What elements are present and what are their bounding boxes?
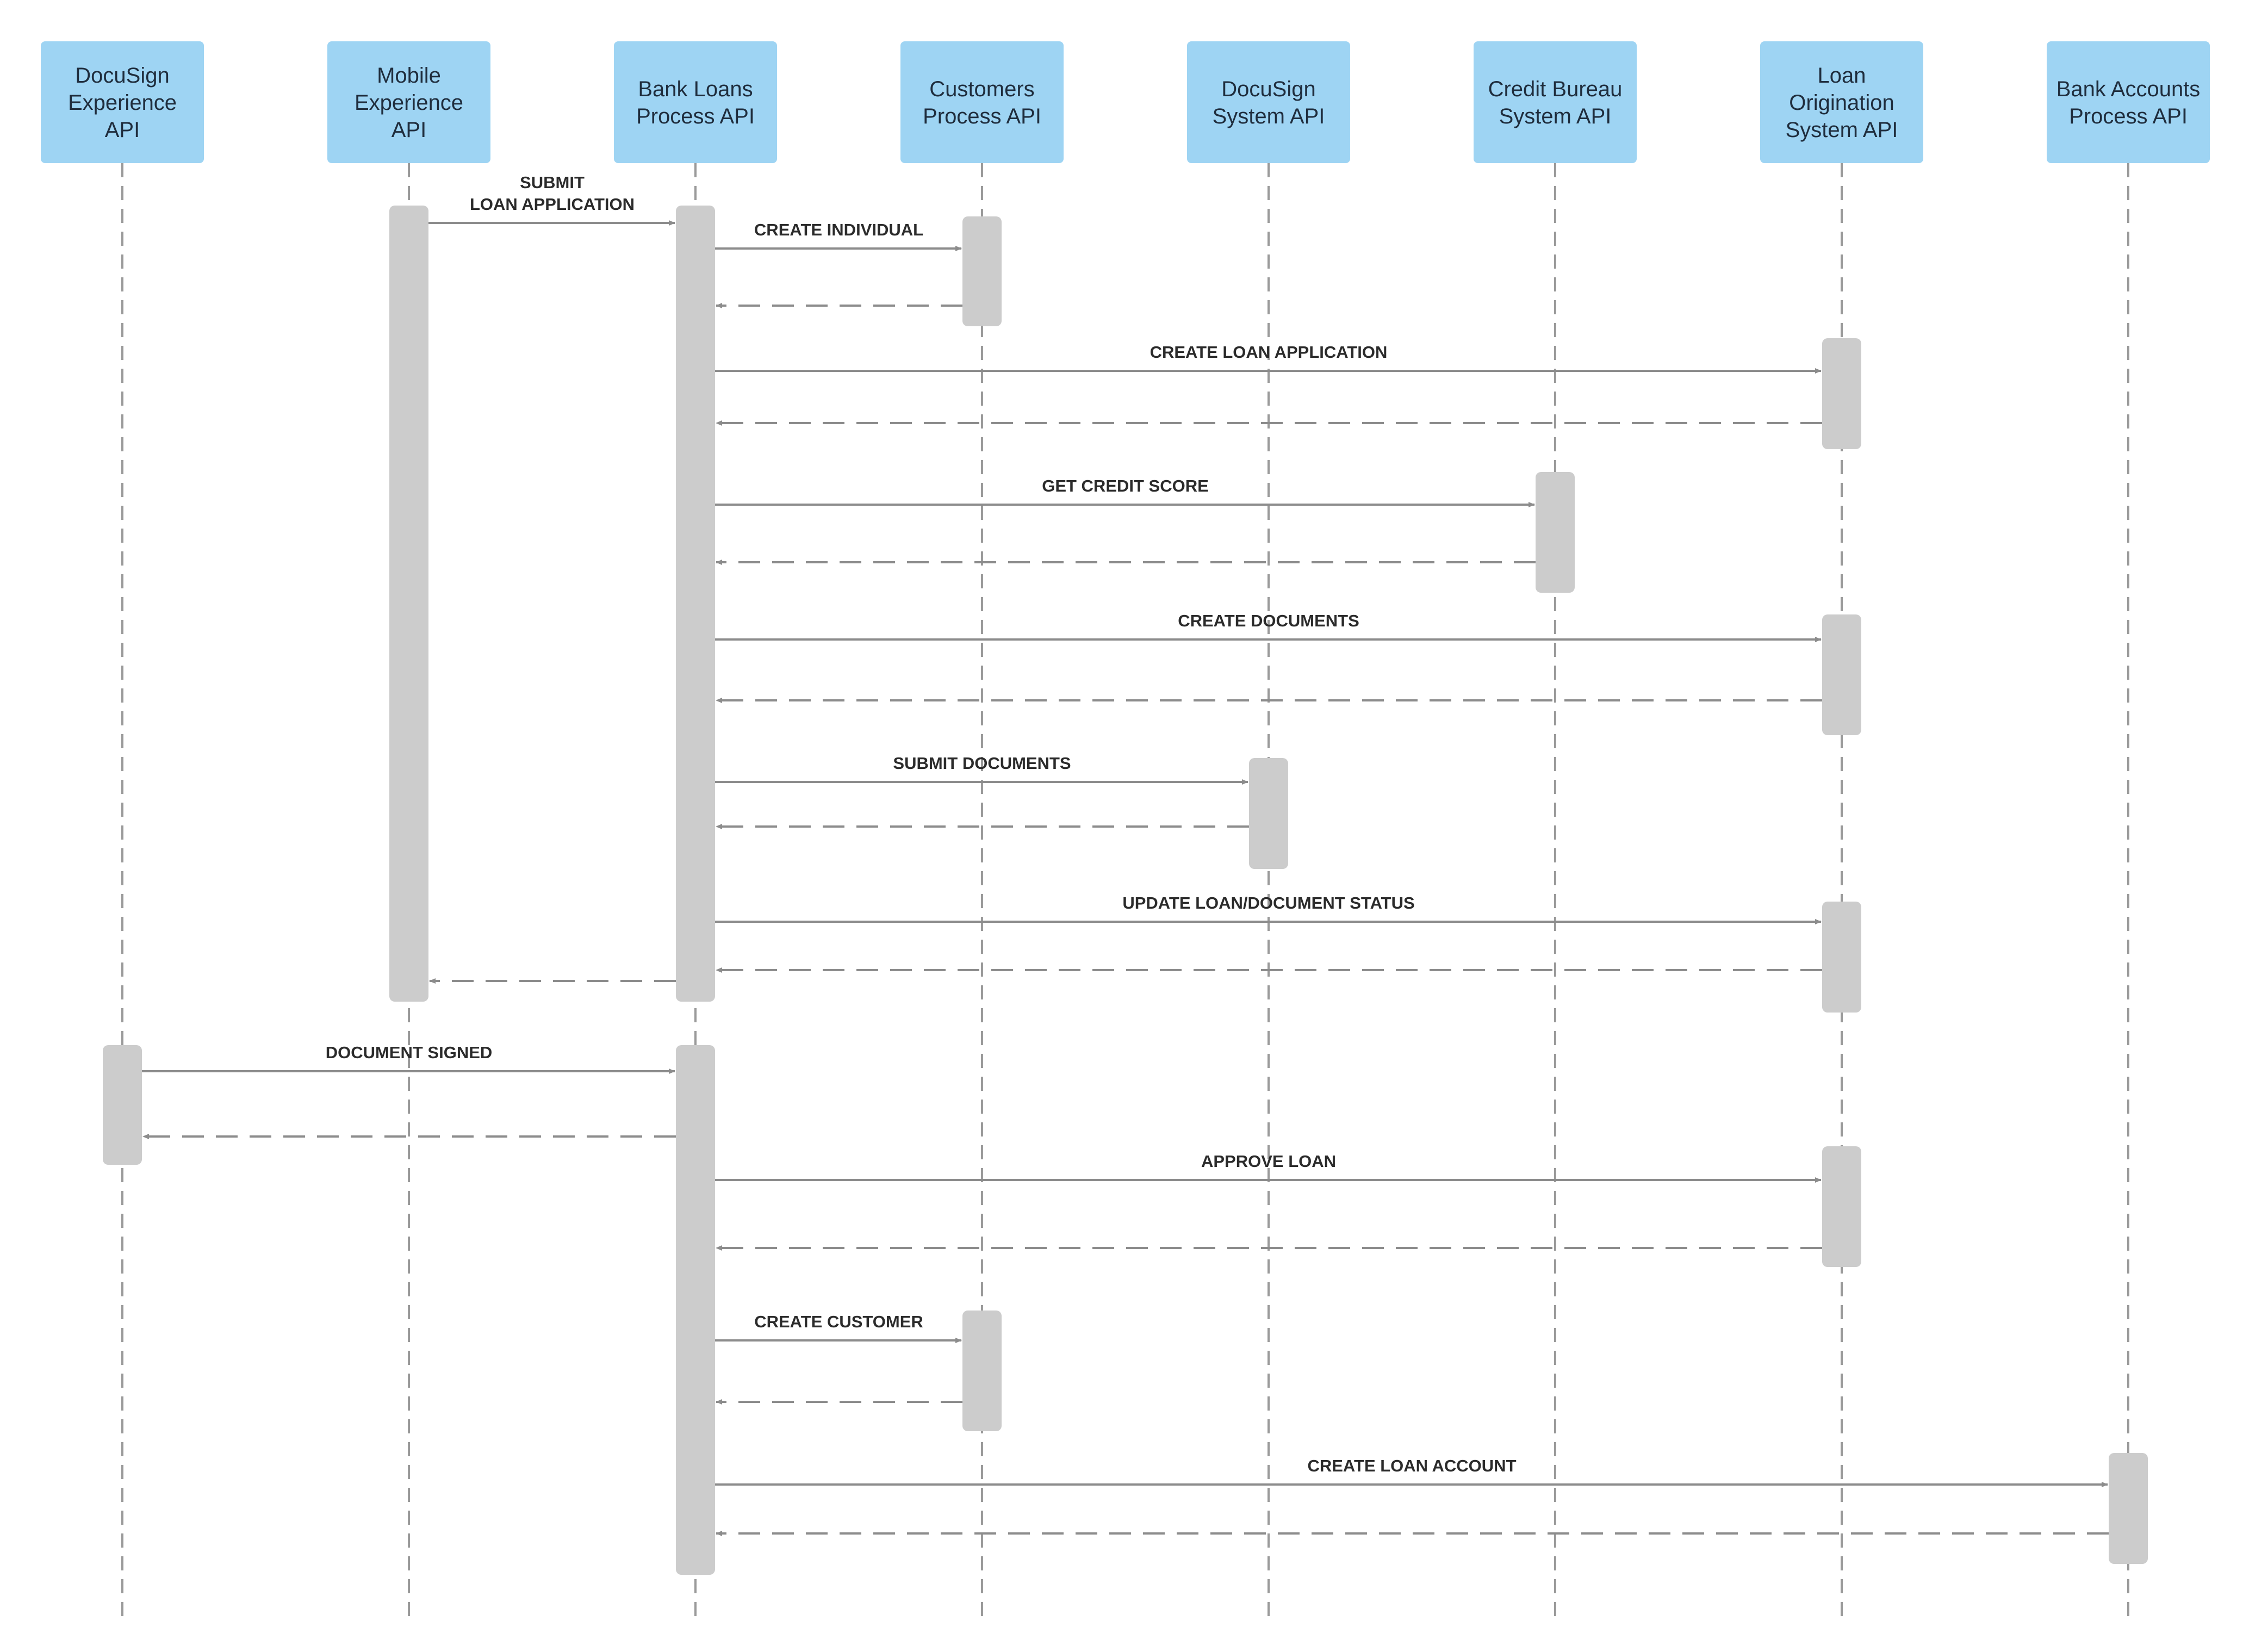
activation-bar-bank-accounts [2109,1453,2148,1564]
message-label: DOCUMENT SIGNED [326,1043,493,1062]
participant-label-line: System API [1786,118,1898,142]
activation-bar-loan-origination [1822,902,1861,1013]
activation-bar-customers [962,1311,1002,1431]
participant-label-line: Credit Bureau [1488,77,1623,101]
participant-label-line: Experience [355,91,463,115]
participant-label-line: Bank Accounts [2056,77,2201,101]
participant-box [1760,41,1923,163]
participant-label-line: Process API [923,104,1041,128]
message-label-line: CREATE LOAN ACCOUNT [1307,1456,1516,1475]
message-label: UPDATE LOAN/DOCUMENT STATUS [1122,893,1414,912]
participant-label-line: API [392,118,426,142]
participant-label-line: Process API [636,104,755,128]
activations [103,206,2148,1575]
activation-bar-customers [962,216,1002,326]
message-label: CREATE INDIVIDUAL [754,220,923,239]
participant-label-line: Experience [68,91,177,115]
activation-bar-mobile-exp [389,206,428,1002]
message-label-line: CREATE LOAN APPLICATION [1150,343,1388,362]
message-label: CREATE LOAN APPLICATION [1150,343,1388,362]
participant-label-line: System API [1499,104,1612,128]
participant-label-line: DocuSign [1221,77,1315,101]
activation-bar-credit-bureau [1536,472,1575,593]
participant-label-line: Customers [929,77,1034,101]
activation-bar-docusign-sys [1249,758,1288,869]
message-label-line: CREATE CUSTOMER [754,1312,923,1331]
participant-box [327,41,490,163]
message-label: APPROVE LOAN [1201,1152,1336,1171]
participant-label-line: Origination [1789,91,1894,115]
participant-label-line: Process API [2069,104,2188,128]
activation-bar-loan-origination [1822,338,1861,449]
participant-box [900,41,1064,163]
participant-box [1187,41,1350,163]
participant-label-line: Bank Loans [638,77,753,101]
message-label: SUBMIT LOAN APPLICATION [470,173,635,214]
message-label-line: GET CREDIT SCORE [1042,476,1209,495]
messages: SUBMIT LOAN APPLICATION CREATE INDIVIDUAL C… [142,173,2109,1536]
activation-bar-loan-origination [1822,614,1861,735]
participant-label-line: System API [1213,104,1325,128]
participant-label-line: API [105,118,140,142]
message-label: CREATE CUSTOMER [754,1312,923,1331]
activation-bar-docusign-exp [103,1045,142,1165]
participant-box [2047,41,2210,163]
participant-box [1474,41,1637,163]
message-label: CREATE LOAN ACCOUNT [1307,1456,1516,1475]
activation-bar-bank-loans [676,1045,715,1575]
message-label: GET CREDIT SCORE [1042,476,1209,495]
message-label: CREATE DOCUMENTS [1178,611,1359,630]
participant-label-line: Mobile [377,64,441,88]
participant-label-line: Loan [1818,64,1866,88]
participant-box [41,41,204,163]
participant-box [614,41,777,163]
message-label-line: UPDATE LOAN/DOCUMENT STATUS [1122,893,1414,912]
message-label-line: SUBMIT [520,173,585,192]
message-label: SUBMIT DOCUMENTS [893,754,1071,773]
activation-bar-loan-origination [1822,1146,1861,1267]
message-label-line: CREATE DOCUMENTS [1178,611,1359,630]
message-label-line: CREATE INDIVIDUAL [754,220,923,239]
participant-label-line: DocuSign [75,64,169,88]
message-label-line: SUBMIT DOCUMENTS [893,754,1071,773]
activation-bar-bank-loans [676,206,715,1002]
message-label-line: LOAN APPLICATION [470,195,635,214]
message-label-line: APPROVE LOAN [1201,1152,1336,1171]
message-label-line: DOCUMENT SIGNED [326,1043,493,1062]
